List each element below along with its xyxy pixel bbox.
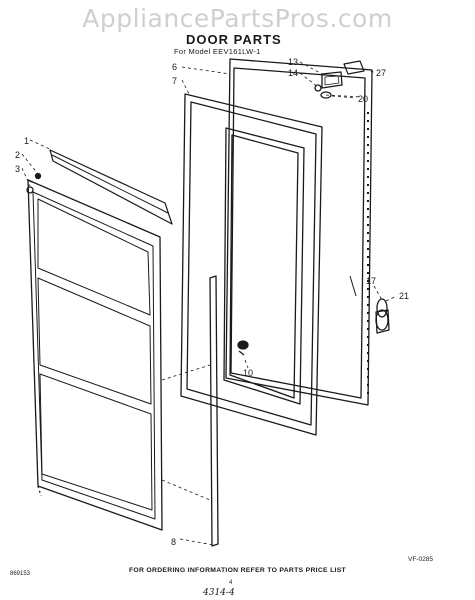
outer-door-panel (225, 58, 373, 406)
gasket-strip (209, 275, 219, 547)
document-number: 869153 (10, 571, 31, 577)
diagram-code: VF-0285 (408, 556, 433, 563)
callout-3: 3 (15, 164, 21, 174)
ordering-note: FOR ORDERING INFORMATION REFER TO PARTS … (128, 567, 347, 574)
callout-21: 21 (399, 291, 410, 301)
callout-8: 8 (171, 537, 177, 547)
page-number: 4 (229, 580, 233, 586)
screw-10 (237, 340, 249, 356)
callout-7: 7 (172, 76, 178, 86)
model-label: For Model EEV161LW-1 (174, 47, 261, 56)
callout-14: 14 (288, 68, 299, 78)
callout-1: 1 (24, 136, 30, 146)
callout-27: 27 (376, 68, 387, 78)
door-frame (180, 93, 323, 436)
callout-2: 2 (15, 150, 21, 160)
callout-20: 20 (358, 94, 369, 104)
callout-10: 10 (243, 368, 254, 378)
signature: 4314-4 (203, 588, 235, 598)
cover-plate (343, 60, 365, 75)
callout-17: 17 (366, 276, 377, 286)
top-trim-strip (49, 149, 173, 225)
watermark: AppliancePartsPros.com (82, 4, 393, 33)
callout-13: 13 (288, 57, 299, 67)
handle-bracket (314, 71, 363, 99)
handle-hinge (375, 298, 390, 334)
callout-6: 6 (172, 62, 178, 72)
inner-door-panel (27, 179, 163, 531)
page-title: DOOR PARTS (186, 32, 282, 47)
